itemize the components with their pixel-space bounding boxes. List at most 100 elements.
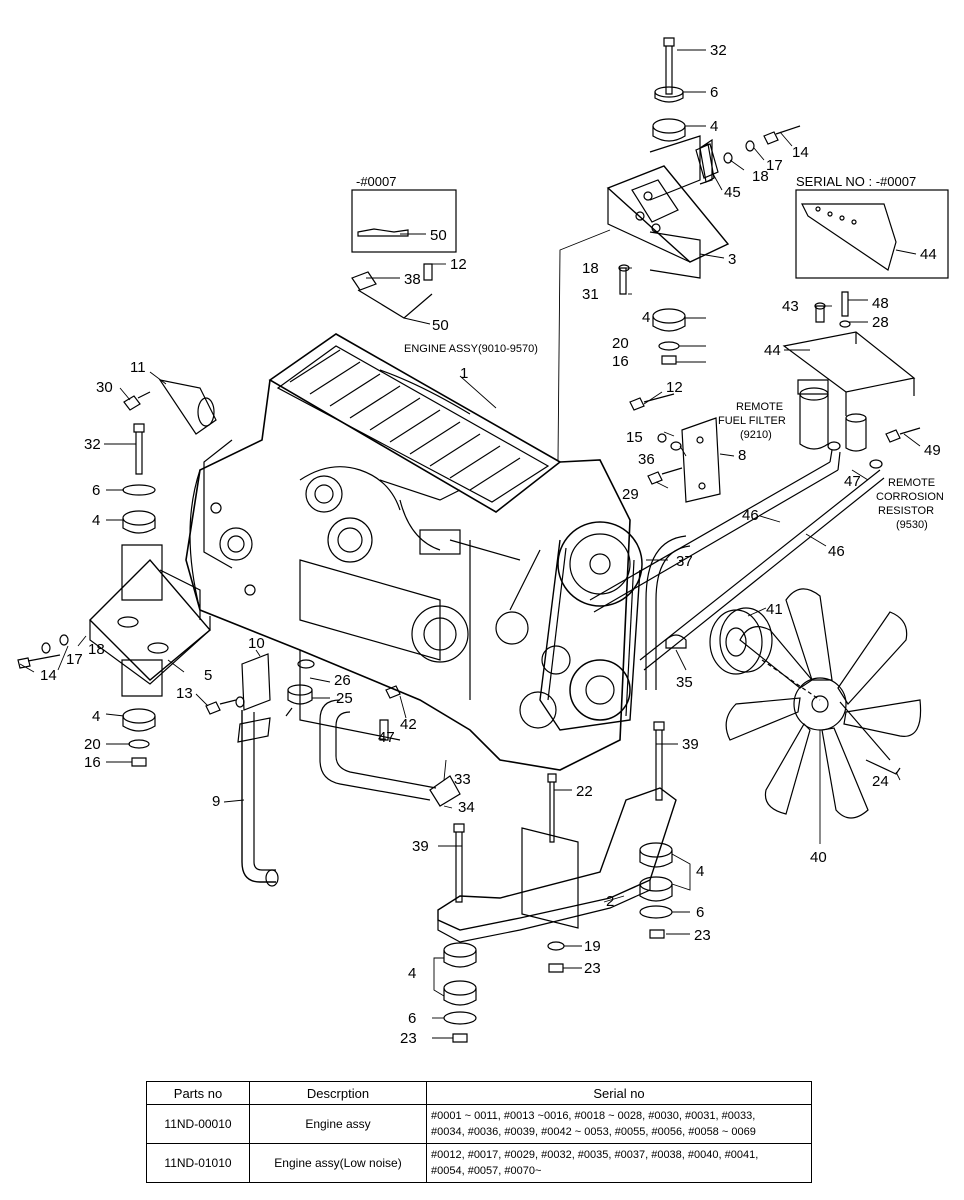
callout-3: 3 [728, 251, 736, 268]
callout-45: 45 [724, 184, 741, 201]
left-fasteners [17, 379, 217, 669]
callout-28: 28 [872, 314, 889, 331]
callout-50: 50 [432, 317, 449, 334]
callout-39: 39 [412, 838, 429, 855]
callout-23: 23 [584, 960, 601, 977]
part-description: Engine assy [249, 1104, 427, 1144]
callout-43: 43 [782, 298, 799, 315]
callout-42: 42 [400, 716, 417, 733]
callout-15: 15 [626, 429, 643, 446]
pulley-belt-assembly [495, 521, 643, 731]
callout-4: 4 [408, 965, 416, 982]
parts-table: Parts no Descrption Serial no 11ND-00010… [146, 1081, 812, 1183]
callout-46: 46 [828, 543, 845, 560]
callout-35: 35 [676, 674, 693, 691]
callout-4: 4 [710, 118, 718, 135]
fuel-filter-label-3: (9210) [740, 429, 772, 441]
left-mount-stack [89, 423, 211, 767]
callout-18: 18 [88, 641, 105, 658]
part-number: 11ND-01010 [146, 1143, 250, 1183]
callout-50: 50 [430, 227, 447, 244]
serial-box-bracket [795, 189, 949, 279]
callout-11: 11 [130, 359, 146, 376]
table-row: 11ND-01010 Engine assy(Low noise) #0012,… [146, 1143, 812, 1183]
leader-lines [19, 49, 921, 1039]
callout-12: 12 [450, 256, 467, 273]
table-row: 11ND-00010 Engine assy #0001 ~ 0011, #00… [146, 1104, 812, 1144]
bracket-8-assembly [629, 393, 721, 503]
serial-line: #0001 ~ 0011, #0013 ~0016, #0018 ~ 0028,… [431, 1110, 756, 1122]
callout-41: 41 [766, 601, 783, 618]
callout-22: 22 [576, 783, 593, 800]
callout-14: 14 [40, 667, 57, 684]
callout-25: 25 [336, 690, 353, 707]
serial-line: #0054, #0057, #0070~ [431, 1165, 542, 1177]
header-description: Descrption [249, 1081, 427, 1105]
callout-31: 31 [582, 286, 599, 303]
header-serial-no: Serial no [426, 1081, 812, 1105]
corrosion-label-4: (9530) [896, 519, 928, 531]
callout-23: 23 [400, 1030, 417, 1047]
callout-47: 47 [378, 729, 395, 746]
callout-37: 37 [676, 553, 693, 570]
part-number: 11ND-00010 [146, 1104, 250, 1144]
callout-46: 46 [742, 507, 759, 524]
callout-4: 4 [92, 512, 100, 529]
callout-5: 5 [204, 667, 212, 684]
callout-1: 1 [460, 365, 468, 382]
callout-16: 16 [612, 353, 629, 370]
callout-23: 23 [694, 927, 711, 944]
callout-40: 40 [810, 849, 827, 866]
callout-47: 47 [844, 473, 861, 490]
serial-line: #0012, #0017, #0029, #0032, #0035, #0037… [431, 1149, 759, 1161]
serial-box-header: SERIAL NO : -#0007 [796, 174, 916, 189]
corrosion-label-2: CORROSION [876, 491, 944, 503]
callout-32: 32 [710, 42, 727, 59]
header-parts-no: Parts no [146, 1081, 250, 1105]
callout-24: 24 [872, 773, 889, 790]
callout-33: 33 [454, 771, 471, 788]
callout-20: 20 [84, 736, 101, 753]
callout-16: 16 [84, 754, 101, 771]
remote-filter-assembly [782, 291, 921, 452]
hose-assembly [319, 441, 885, 807]
engine-assy-label: ENGINE ASSY(9010-9570) [404, 343, 538, 355]
callout-39: 39 [682, 736, 699, 753]
serial-numbers: #0012, #0017, #0029, #0032, #0035, #0037… [426, 1143, 812, 1183]
callout-17: 17 [66, 651, 83, 668]
callout-6: 6 [408, 1010, 416, 1027]
callout-4: 4 [642, 309, 650, 326]
serial-line: #0034, #0036, #0039, #0042 ~ 0053, #0055… [431, 1126, 756, 1138]
callout-48: 48 [872, 295, 889, 312]
callout-4: 4 [696, 863, 704, 880]
callout-29: 29 [622, 486, 639, 503]
callout-26: 26 [334, 672, 351, 689]
callout-34: 34 [458, 799, 475, 816]
inset-box-serial-0007 [351, 189, 457, 253]
engine-assembly [185, 333, 631, 771]
corrosion-label-1: REMOTE [888, 477, 935, 489]
callout-18: 18 [752, 168, 769, 185]
callout-4: 4 [92, 708, 100, 725]
callout-2: 2 [606, 893, 614, 910]
fuel-filter-label-2: FUEL FILTER [718, 415, 786, 427]
callout-30: 30 [96, 379, 113, 396]
callout-18: 18 [582, 260, 599, 277]
cooling-fan [709, 588, 922, 819]
callout-6: 6 [696, 904, 704, 921]
callout-14: 14 [792, 144, 809, 161]
callout-13: 13 [176, 685, 193, 702]
callout-19: 19 [584, 938, 601, 955]
fuel-filter-label-1: REMOTE [736, 401, 783, 413]
callout-20: 20 [612, 335, 629, 352]
callout-44: 44 [764, 342, 781, 359]
callout-32: 32 [84, 436, 101, 453]
callout-labels: 1 2 3 4 4 4 4 4 4 5 6 6 6 6 8 9 10 11 12… [40, 42, 944, 1047]
callout-10: 10 [248, 635, 265, 652]
callout-36: 36 [638, 451, 655, 468]
part-description: Engine assy(Low noise) [249, 1143, 427, 1183]
table-header-row: Parts no Descrption Serial no [146, 1081, 812, 1105]
callout-44: 44 [920, 246, 937, 263]
corrosion-label-3: RESISTOR [878, 505, 934, 517]
callout-17: 17 [766, 157, 783, 174]
